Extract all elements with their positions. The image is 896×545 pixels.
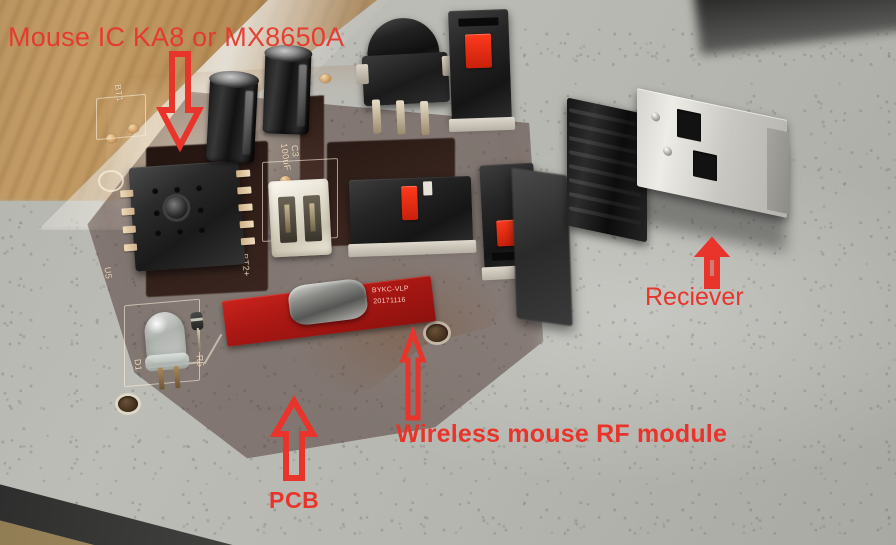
usb-plastic-housing <box>567 97 647 243</box>
pad-ring-a <box>98 170 124 192</box>
silk-outline-bt1 <box>96 93 146 141</box>
encoder-tab <box>355 63 369 85</box>
optical-sensor-ic <box>120 160 256 272</box>
solder-pad-2 <box>128 124 139 133</box>
annotation-label-rf-module: Wireless mouse RF module <box>396 420 728 448</box>
encoder-pin <box>419 100 430 136</box>
silkscreen-c3: C3 <box>289 144 301 158</box>
encoder-pin <box>395 100 406 135</box>
led-pin <box>173 365 181 389</box>
annotation-arrow-mouse-ic-down <box>156 51 204 153</box>
sensor-shell <box>128 160 246 272</box>
annotation-arrow-receiver-up <box>693 236 731 290</box>
micro-switch-top <box>448 8 516 133</box>
annotation-arrow-pcb-up <box>269 394 319 482</box>
solder-pad-1 <box>106 134 117 143</box>
mounting-hole-bottom-right <box>426 324 448 342</box>
annotation-label-pcb: PCB <box>269 487 320 513</box>
status-led-d1 <box>142 310 190 390</box>
annotation-label-mouse-ic: Mouse IC KA8 or MX8650A <box>8 22 345 52</box>
encoder-pin <box>371 99 382 134</box>
usb-shell-lip <box>767 127 789 215</box>
solder-pad-4 <box>320 74 331 83</box>
annotation-arrow-rf-module-up <box>398 325 428 422</box>
usb-receiver <box>567 88 797 252</box>
battery-jst-connector <box>268 178 332 258</box>
scroll-wheel-encoder <box>355 16 455 136</box>
silkscreen-u5: U5 <box>102 266 114 280</box>
mouse-pcb-assembly: SW4 SW6 C3 100uF BT2+ U5 R5 D1 SW5 BT1 <box>84 8 573 460</box>
usb-slot-upper <box>677 108 701 142</box>
micro-switch-left-button <box>348 175 477 258</box>
led-flange <box>144 352 190 372</box>
mounting-hole-bottom-left <box>118 396 138 412</box>
jst-shell <box>268 178 332 258</box>
encoder-body <box>361 51 451 107</box>
usb-dimple-upper <box>651 111 660 123</box>
usb-slot-lower <box>693 150 717 182</box>
electrolytic-capacitor-1 <box>205 69 260 164</box>
usb-dimple-lower <box>663 145 672 157</box>
annotation-label-receiver: Reciever <box>645 283 744 311</box>
right-side-dark-component <box>511 167 573 327</box>
led-pin <box>157 367 165 390</box>
electrolytic-capacitor-2 <box>262 44 313 135</box>
